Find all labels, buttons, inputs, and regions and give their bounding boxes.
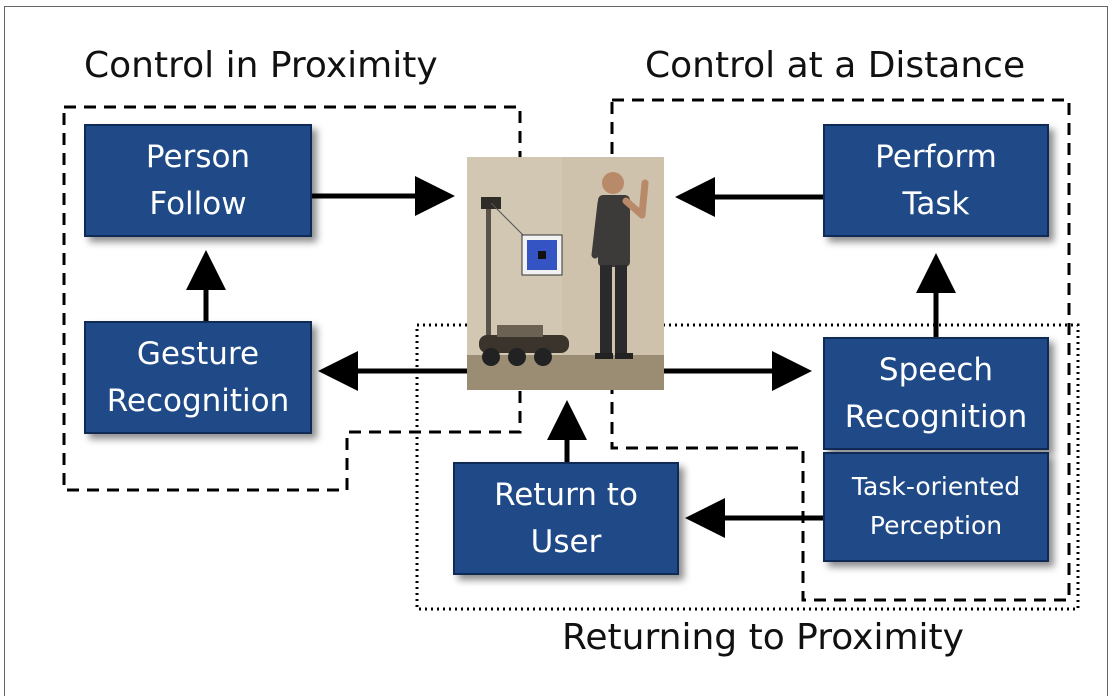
person-follow-line-1: Person: [145, 139, 251, 175]
gesture-recognition-line-2: Recognition: [106, 382, 290, 419]
task-oriented-perception-line-1: Task-oriented: [851, 472, 1021, 502]
perform-task-line-1: Perform: [875, 139, 997, 175]
returning-to-proximity-label: Returning to Proximity: [562, 617, 964, 658]
perform-task-line-2: Task: [902, 185, 970, 222]
gesture-recognition-line-1: Gesture: [136, 336, 260, 372]
robot-user-photo: [467, 157, 664, 390]
person-follow-line-2: Follow: [149, 185, 247, 222]
figure-border: [4, 6, 1108, 696]
control-in-proximity-label: Control in Proximity: [84, 45, 438, 86]
return-to-user-line-1: Return to: [494, 477, 638, 513]
control-at-a-distance-region: [610, 98, 1071, 602]
speech-recognition-line-2: Recognition: [844, 398, 1028, 435]
task-oriented-perception-line-2: Perception: [869, 511, 1003, 540]
return-to-user-line-2: User: [530, 523, 602, 560]
speech-recognition-line-1: Speech: [878, 352, 994, 388]
return-to-user-box: Return to User: [453, 462, 679, 575]
control-at-a-distance-label: Control at a Distance: [645, 45, 1026, 86]
